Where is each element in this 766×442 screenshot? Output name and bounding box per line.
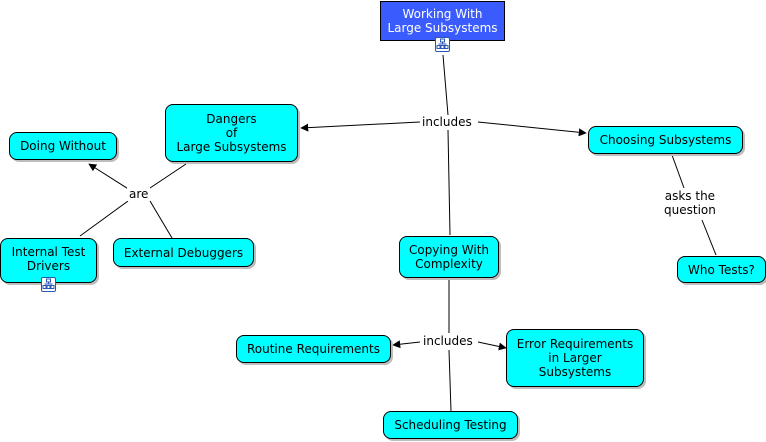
- link-choosing-asks: [671, 154, 685, 189]
- link-dangers-are: [149, 163, 187, 189]
- link-are-doing-without: [88, 163, 131, 191]
- link-includes-dangers: [300, 121, 421, 132]
- link-includes-copying: [447, 129, 451, 236]
- concept-choosing-subsystems[interactable]: Choosing Subsystems: [588, 126, 743, 154]
- linking-phrase-are[interactable]: are: [127, 187, 151, 201]
- link-includes-choosing: [477, 121, 587, 137]
- concept-working-with-large-subsystems[interactable]: Working With Large Subsystems: [380, 1, 505, 41]
- link-includes-routine: [392, 340, 421, 349]
- link-external-are: [149, 200, 173, 239]
- concept-doing-without[interactable]: Doing Without: [9, 132, 117, 160]
- concept-routine-requirements[interactable]: Routine Requirements: [236, 335, 391, 363]
- concept-copying-with-complexity[interactable]: Copying With Complexity: [399, 236, 499, 278]
- concept-who-tests[interactable]: Who Tests?: [677, 256, 766, 283]
- concept-dangers-of-large-subsystems[interactable]: Dangers of Large Subsystems: [165, 104, 298, 162]
- linking-phrase-includes[interactable]: includes: [421, 334, 475, 348]
- link-working-includes: [442, 54, 449, 116]
- linking-phrase-asks-the-question[interactable]: asks the question: [662, 189, 718, 217]
- linking-phrase-includes[interactable]: includes: [420, 115, 474, 129]
- link-asks-who-tests: [701, 219, 717, 256]
- link-internal-are: [79, 200, 129, 237]
- submap-icon[interactable]: [435, 37, 450, 52]
- concept-error-requirements[interactable]: Error Requirements in Larger Subsystems: [506, 329, 644, 387]
- submap-icon[interactable]: [41, 277, 56, 292]
- concept-scheduling-testing[interactable]: Scheduling Testing: [383, 411, 518, 439]
- concept-external-debuggers[interactable]: External Debuggers: [113, 238, 254, 267]
- link-includes-error: [477, 341, 507, 351]
- link-includes-scheduling: [448, 349, 452, 412]
- concept-internal-test-drivers[interactable]: Internal Test Drivers: [0, 238, 97, 283]
